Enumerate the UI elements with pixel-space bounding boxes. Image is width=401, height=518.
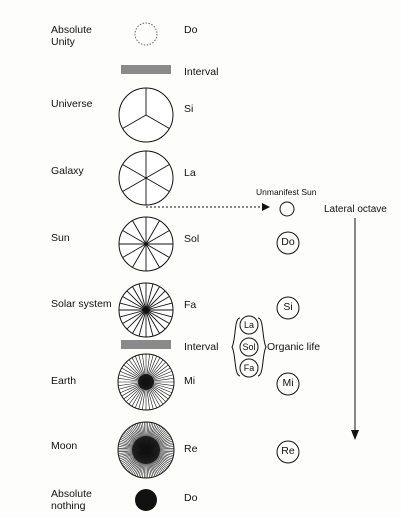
unmanifest-sun-circle xyxy=(279,201,295,217)
note-do-top: Do xyxy=(184,24,198,36)
lateral-note-si: Si xyxy=(283,301,293,313)
organic-life-label: Organic life xyxy=(267,341,321,353)
lateral-note-circle xyxy=(276,296,300,320)
note-mi: Mi xyxy=(184,375,196,387)
absolute-unity-circle xyxy=(134,22,158,46)
note-interval-1: Interval xyxy=(184,66,219,78)
wheel-spoke xyxy=(122,309,147,324)
wheel-spoke xyxy=(145,296,170,311)
wheel-la xyxy=(118,150,174,206)
organic-right-bracket xyxy=(257,317,267,377)
wheel-re xyxy=(117,421,175,479)
level-name-absolute-unity: Absolute Unity xyxy=(51,24,92,48)
note-sol: Sol xyxy=(184,233,200,245)
organic-note-sol: Sol xyxy=(242,342,256,352)
wheel-spoke xyxy=(132,220,147,245)
wheel-spoke xyxy=(122,164,147,179)
note-do-bottom: Do xyxy=(184,492,198,504)
absolute-nothing-circle xyxy=(135,489,157,511)
wheel-spoke xyxy=(145,114,170,129)
lateral-note-re: Re xyxy=(281,445,295,457)
wheel-spoke xyxy=(119,309,147,318)
wheel-spoke xyxy=(132,309,147,334)
lateral-note-circle xyxy=(276,372,300,396)
wheel-spoke xyxy=(145,309,173,318)
level-name-absolute-nothing: Absolute nothing xyxy=(51,488,92,512)
organic-left-bracket xyxy=(231,317,241,377)
interval-bar xyxy=(121,65,171,74)
wheel-spoke xyxy=(145,230,170,245)
wheel-spoke xyxy=(122,296,147,311)
level-name-solar-system: Solar system xyxy=(51,298,112,310)
organic-note-circle xyxy=(239,315,259,335)
wheel-spoke xyxy=(145,302,173,311)
unmanifest-sun-label: Unmanifest Sun xyxy=(256,187,317,197)
wheel-spoke xyxy=(122,114,147,129)
note-la: La xyxy=(184,167,196,179)
note-si: Si xyxy=(184,103,194,115)
wheel-sol xyxy=(118,216,174,272)
wheel-spoke xyxy=(145,283,154,311)
lateral-octave-arrow-head xyxy=(351,430,359,440)
dashed-arrow-head xyxy=(262,203,270,211)
wheel-spoke xyxy=(145,309,160,334)
level-name-sun: Sun xyxy=(51,232,70,244)
lateral-note-do: Do xyxy=(281,236,295,248)
lateral-note-circle xyxy=(276,440,300,464)
wheel-spoke xyxy=(145,243,160,268)
wheel-mi xyxy=(117,353,175,411)
wheel-spoke xyxy=(145,309,170,324)
wheel-spoke xyxy=(145,290,166,311)
organic-note-circle xyxy=(239,337,259,357)
level-name-earth: Earth xyxy=(51,375,77,387)
wheel-spoke xyxy=(145,309,166,330)
note-re: Re xyxy=(184,443,198,455)
wheel-spoke xyxy=(126,290,147,311)
wheel-spoke xyxy=(145,164,170,179)
wheel-spoke xyxy=(145,220,160,245)
interval-bar xyxy=(121,340,171,349)
level-name-galaxy: Galaxy xyxy=(51,165,84,177)
wheel-fa xyxy=(118,282,174,338)
wheel-dense-center xyxy=(138,374,154,390)
wheel-spoke xyxy=(122,177,147,192)
note-fa: Fa xyxy=(184,299,197,311)
wheel-spoke xyxy=(145,177,170,192)
wheel-spoke xyxy=(145,286,160,311)
wheel-spoke xyxy=(119,302,147,311)
organic-note-circle xyxy=(239,358,259,378)
lateral-note-circle xyxy=(276,231,300,255)
level-name-universe: Universe xyxy=(51,98,93,110)
wheel-spoke xyxy=(122,230,147,245)
wheel-spoke xyxy=(138,283,147,311)
wheel-spoke xyxy=(132,243,147,268)
organic-note-la: La xyxy=(243,320,254,330)
wheel-spoke xyxy=(132,286,147,311)
level-name-moon: Moon xyxy=(51,440,78,452)
wheel-spoke xyxy=(138,309,147,337)
organic-note-fa: Fa xyxy=(243,363,255,373)
wheel-spoke xyxy=(126,309,147,330)
wheel-spoke xyxy=(122,243,147,258)
wheel-si xyxy=(118,87,174,143)
note-interval-2: Interval xyxy=(184,341,219,353)
lateral-octave-title: Lateral octave xyxy=(324,204,387,215)
wheel-dense-center xyxy=(132,436,160,464)
wheel-spoke xyxy=(145,309,154,337)
wheel-spoke xyxy=(145,243,170,258)
lateral-note-mi: Mi xyxy=(282,377,294,389)
